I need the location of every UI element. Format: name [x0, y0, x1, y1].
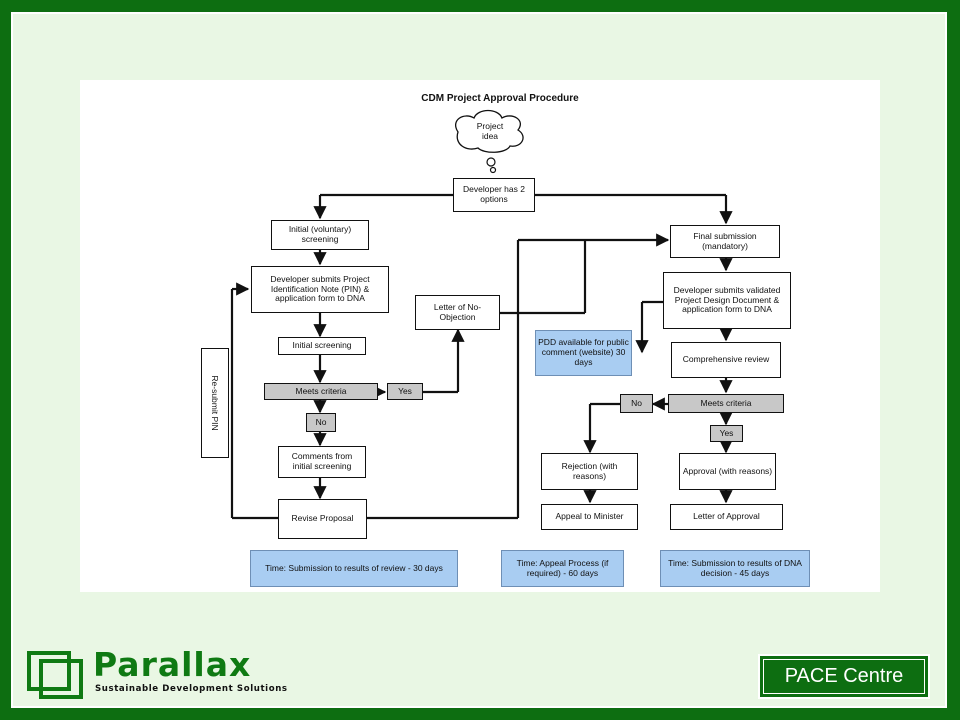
time-appeal-box: Time: Appeal Process (if required) - 60 … — [501, 550, 624, 587]
pdd-public-comment-box: PDD available for public comment (websit… — [535, 330, 632, 376]
parallax-logo-icon — [27, 651, 83, 699]
final-submission-box: Final submission (mandatory) — [670, 225, 780, 258]
diagram-title: CDM Project Approval Procedure — [421, 93, 579, 104]
submit-pin-box: Developer submits Project Identification… — [251, 266, 389, 313]
meets-criteria-left-box: Meets criteria — [264, 383, 378, 400]
project-idea-label: Project idea — [476, 121, 504, 141]
comprehensive-review-box: Comprehensive review — [671, 342, 781, 378]
meets-criteria-right-box: Meets criteria — [668, 394, 784, 413]
logo-tagline: Sustainable Development Solutions — [95, 684, 288, 694]
comments-box: Comments from initial screening — [278, 446, 366, 478]
letter-approval-box: Letter of Approval — [670, 504, 783, 530]
approval-box: Approval (with reasons) — [679, 453, 776, 490]
initial-voluntary-screening-box: Initial (voluntary) screening — [271, 220, 369, 250]
cloud-shape — [455, 109, 524, 174]
pace-centre-label: PACE Centre — [763, 659, 925, 694]
logo-name: Parallax — [93, 645, 252, 684]
resubmit-pin-box: Re-submit PIN — [201, 348, 229, 458]
yes-left-box: Yes — [387, 383, 423, 400]
flowchart-panel: CDM Project Approval Procedure Project i… — [80, 80, 880, 592]
yes-right-box: Yes — [710, 425, 743, 442]
flowchart-connectors — [230, 109, 733, 520]
time-dna-box: Time: Submission to results of DNA decis… — [660, 550, 810, 587]
time-review-box: Time: Submission to results of review - … — [250, 550, 458, 587]
no-right-box: No — [620, 394, 653, 413]
initial-screening-box: Initial screening — [278, 337, 366, 355]
appeal-minister-box: Appeal to Minister — [541, 504, 638, 530]
revise-proposal-box: Revise Proposal — [278, 499, 367, 539]
developer-options-box: Developer has 2 options — [453, 178, 535, 212]
rejection-box: Rejection (with reasons) — [541, 453, 638, 490]
no-left-box: No — [306, 413, 336, 432]
letter-no-objection-box: Letter of No-Objection — [415, 295, 500, 330]
submit-pdd-box: Developer submits validated Project Desi… — [663, 272, 791, 329]
pace-centre-badge: PACE Centre — [758, 654, 930, 699]
resubmit-pin-label: Re-submit PIN — [210, 375, 220, 431]
